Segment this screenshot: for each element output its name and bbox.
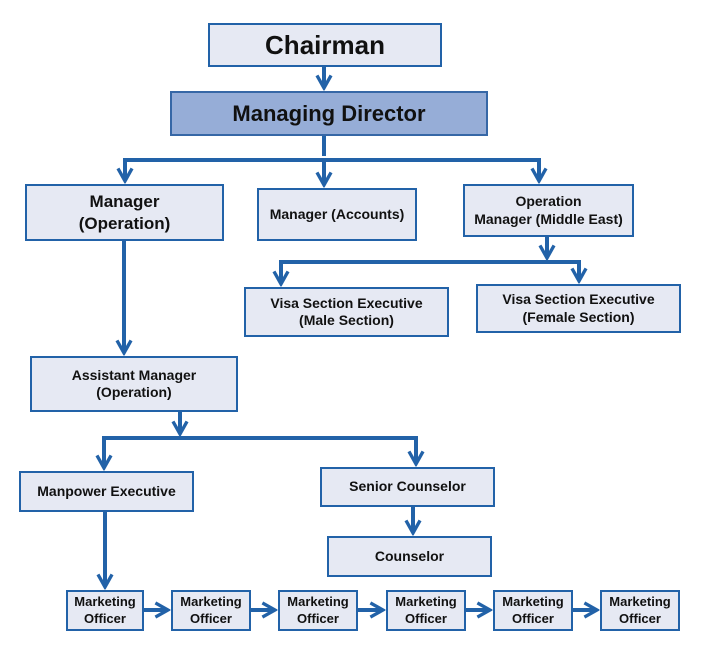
assistant-manager-box: Assistant Manager(Operation) — [30, 356, 238, 412]
manager-accounts-box: Manager (Accounts) — [257, 188, 417, 241]
node-label-line: Assistant Manager — [71, 366, 197, 383]
manpower-executive-box: Manpower Executive — [19, 471, 194, 512]
node-label-line: Officer — [512, 610, 554, 626]
node-label-line: Officer — [405, 610, 447, 626]
node-label-line: Manager (Accounts) — [269, 205, 405, 222]
node-label-line: Officer — [190, 610, 232, 626]
node-label-line: Visa Section Executive — [502, 291, 655, 307]
node-label-line: Marketing — [180, 594, 242, 610]
node-label-line: (Operation) — [96, 384, 172, 400]
node-label-line: Manager (Middle East) — [474, 210, 623, 227]
manager-operation-box: Manager(Operation) — [25, 184, 224, 241]
node-label-line: Manpower Executive — [37, 482, 176, 499]
node-label-line: Chairman — [265, 29, 385, 60]
node-label-line: Officer — [84, 610, 126, 626]
node-label-line: Marketing — [502, 594, 564, 610]
node-label-line: (Operation) — [78, 213, 171, 233]
node-label-line: Counselor — [374, 547, 445, 564]
node-label-line: Marketing — [74, 594, 136, 610]
visa-executive-female-box: Visa Section Executive(Female Section) — [476, 284, 681, 333]
managing-director-box: Managing Director — [170, 91, 488, 136]
node-label-line: Manager — [89, 192, 160, 212]
node-label-line: Operation — [515, 193, 582, 209]
node-label-line: Marketing — [395, 594, 457, 610]
node-label-line: Officer — [619, 610, 661, 626]
node-label-line: Senior Counselor — [349, 478, 466, 495]
node-label-line: Marketing — [287, 594, 349, 610]
node-label-line: (Male Section) — [299, 312, 394, 328]
node-label-line: Officer — [297, 610, 339, 626]
node-label-line: Marketing — [609, 594, 671, 610]
node-label-line: (Female Section) — [522, 308, 635, 325]
visa-executive-male-box: Visa Section Executive(Male Section) — [244, 287, 449, 337]
node-label-line: Managing Director — [232, 100, 426, 126]
counselor-box: Counselor — [327, 536, 492, 577]
node-label-line: Visa Section Executive — [270, 294, 423, 311]
chairman-box: Chairman — [208, 23, 442, 67]
senior-counselor-box: Senior Counselor — [320, 467, 495, 507]
